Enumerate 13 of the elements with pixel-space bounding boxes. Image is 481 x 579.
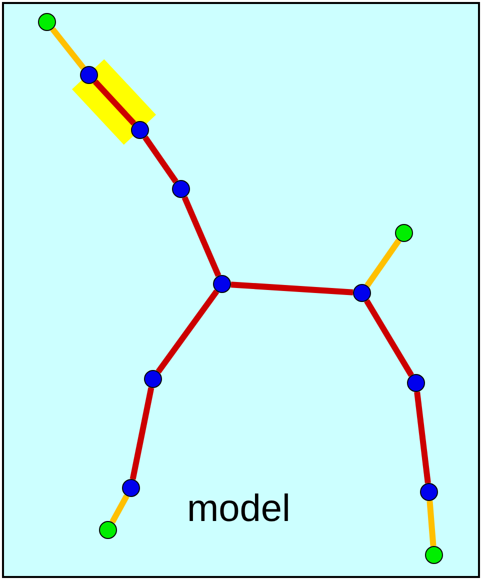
connector-line — [142, 136, 178, 184]
connector-line — [50, 27, 86, 70]
connector-line — [414, 392, 431, 484]
connector-line — [182, 196, 222, 277]
connector-line — [364, 238, 402, 288]
connector-line — [426, 500, 436, 546]
connector-line — [110, 494, 130, 524]
connector-line — [130, 387, 154, 480]
connector-line — [92, 80, 136, 126]
connector-line — [156, 290, 220, 374]
connector-line — [230, 282, 354, 296]
connector-line — [364, 299, 414, 377]
model-label: model — [187, 488, 290, 531]
